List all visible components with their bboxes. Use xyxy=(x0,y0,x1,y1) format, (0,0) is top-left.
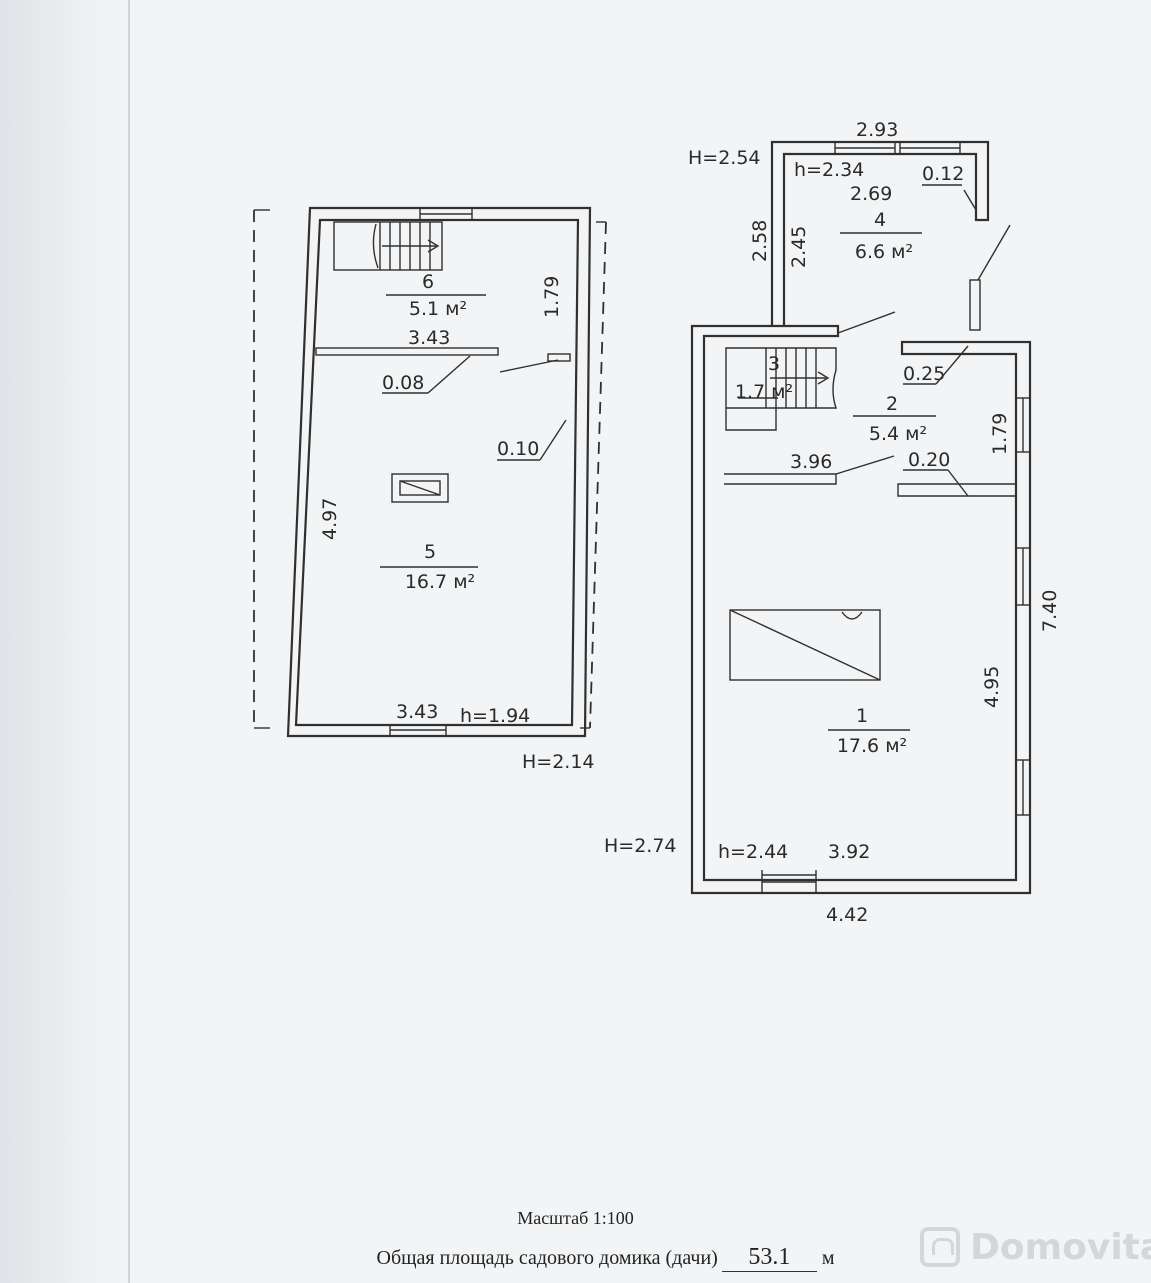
room-5-area: 16.7 м² xyxy=(405,571,475,593)
room-3-number: 3 xyxy=(768,353,780,375)
dim-partition-thickness-ground: 0.20 xyxy=(908,449,950,471)
upper-floor-plan xyxy=(253,206,607,738)
dim-inner-width-ground: 3.92 xyxy=(828,841,870,863)
dim-veranda-inner-width: 2.69 xyxy=(850,183,892,205)
dim-outer-width-ground: 4.42 xyxy=(826,904,868,926)
dim-hall-length: 1.79 xyxy=(989,413,1011,455)
room-4-number: 4 xyxy=(874,209,886,231)
total-area-label: Общая площадь садового домика (дачи) xyxy=(376,1247,718,1269)
dim-room1-length: 4.95 xyxy=(981,666,1003,708)
room-6-number: 6 xyxy=(422,271,434,293)
dim-total-length: 7.40 xyxy=(1039,590,1061,632)
room-6-area: 5.1 м² xyxy=(409,298,467,320)
dim-veranda-outer-width: 2.93 xyxy=(856,119,898,141)
dim-veranda-inner-length: 2.45 xyxy=(788,226,810,268)
room-4-area: 6.6 м² xyxy=(855,241,913,263)
dim-room6-height: 1.79 xyxy=(541,276,563,318)
dim-bottom-width: 3.43 xyxy=(396,701,438,723)
total-area-unit: м xyxy=(821,1247,835,1269)
scale-caption: Масштаб 1:100 xyxy=(0,1208,1151,1229)
ground-floor-plan xyxy=(690,140,1032,895)
page-edge xyxy=(128,0,130,1283)
dim-outer-height: H=2.14 xyxy=(522,751,595,773)
room-1-area: 17.6 м² xyxy=(837,735,907,757)
domovita-logo-icon xyxy=(920,1227,960,1267)
page-shadow xyxy=(0,0,140,1283)
dim-room6-width: 3.43 xyxy=(408,327,450,349)
room-5-number: 5 xyxy=(424,541,436,563)
dim-veranda-outer-height: H=2.54 xyxy=(688,147,761,169)
dim-veranda-outer-length: 2.58 xyxy=(749,220,771,262)
dim-partition-length: 3.96 xyxy=(790,451,832,473)
dim-partition-thickness: 0.08 xyxy=(382,372,424,394)
stairs-upper xyxy=(333,221,443,271)
dim-wall-thickness: 0.10 xyxy=(497,438,539,460)
room-2-number: 2 xyxy=(886,393,898,415)
watermark: Domovita xyxy=(920,1222,1151,1272)
total-area-value: 53.1 xyxy=(721,1244,817,1272)
total-area-caption: Общая площадь садового домика (дачи)53.1… xyxy=(0,1244,1151,1272)
room-3-area: 1.7 м² xyxy=(735,381,793,403)
dim-outer-height-ground: H=2.74 xyxy=(604,835,677,857)
dim-veranda-inner-height: h=2.34 xyxy=(794,159,864,181)
watermark-text: Domovita xyxy=(970,1226,1151,1268)
dim-veranda-wall: 0.12 xyxy=(922,163,964,185)
dim-room5-length: 4.97 xyxy=(319,498,341,540)
stairs-ground xyxy=(725,347,837,431)
room-2-area: 5.4 м² xyxy=(869,423,927,445)
room-1-number: 1 xyxy=(856,705,868,727)
dim-inner-height-ground: h=2.44 xyxy=(718,841,788,863)
dim-inner-height: h=1.94 xyxy=(460,705,530,727)
scale-text: Масштаб 1:100 xyxy=(517,1208,634,1228)
dim-hall-wall: 0.25 xyxy=(903,363,945,385)
